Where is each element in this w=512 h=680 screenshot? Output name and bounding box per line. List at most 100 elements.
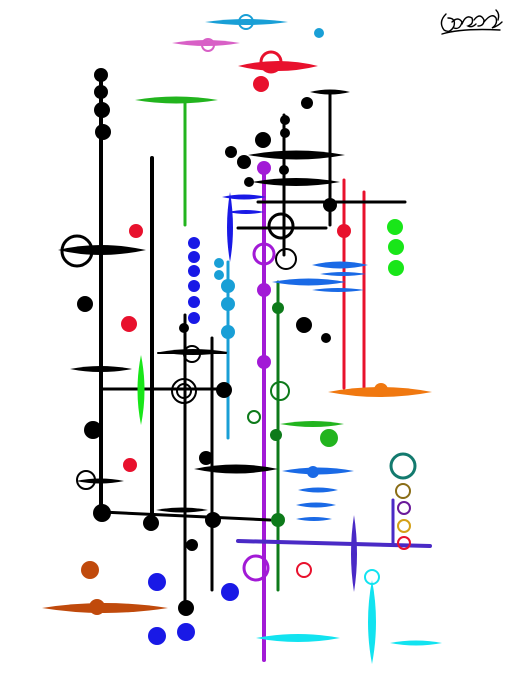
dot xyxy=(280,115,290,125)
ring xyxy=(252,242,276,266)
dot xyxy=(129,224,143,238)
midblue-lens-1 xyxy=(312,261,368,269)
dot xyxy=(188,237,200,249)
black-lens-1 xyxy=(310,89,350,95)
ring xyxy=(171,378,197,404)
black-lens-left xyxy=(58,245,146,255)
ring xyxy=(397,519,411,533)
ring xyxy=(183,345,201,363)
dot xyxy=(143,515,159,531)
rings xyxy=(60,14,417,585)
dot xyxy=(77,296,93,312)
green-lens-top xyxy=(135,96,218,104)
ring xyxy=(76,470,96,490)
dot xyxy=(179,323,189,333)
stroke xyxy=(483,15,503,29)
dot xyxy=(255,132,271,148)
dot xyxy=(186,539,198,551)
ring xyxy=(389,452,417,480)
ring xyxy=(176,383,192,399)
handwritten-signature xyxy=(440,9,503,35)
ring xyxy=(270,381,290,401)
dot xyxy=(221,583,239,601)
dot xyxy=(244,177,254,187)
green-lens-mid xyxy=(280,421,344,427)
stroke xyxy=(461,16,477,28)
dot xyxy=(374,383,388,397)
sky-lens-top xyxy=(205,19,288,25)
dot xyxy=(199,451,213,465)
dot xyxy=(257,355,271,369)
dot xyxy=(216,382,232,398)
dot xyxy=(123,458,137,472)
cyan-lens-1 xyxy=(256,634,340,642)
black-lens-5 xyxy=(70,366,132,372)
vertical-lenses xyxy=(137,192,376,664)
dot xyxy=(388,239,404,255)
dot xyxy=(320,429,338,447)
ring xyxy=(60,234,94,268)
dot xyxy=(205,512,221,528)
dot xyxy=(188,280,200,292)
dot xyxy=(279,165,289,175)
dot xyxy=(214,270,224,280)
dot xyxy=(337,224,351,238)
black-lens-8 xyxy=(156,507,208,513)
dot xyxy=(121,316,137,332)
dot xyxy=(148,573,166,591)
ring xyxy=(201,38,215,52)
dot xyxy=(221,279,235,293)
ring xyxy=(364,569,380,585)
red-lens-top xyxy=(238,61,318,71)
dot xyxy=(307,466,319,478)
blue-vlens xyxy=(227,192,233,262)
dark-orange-lens xyxy=(42,603,168,613)
dot xyxy=(272,302,284,314)
dot xyxy=(81,561,99,579)
black-lens-6 xyxy=(194,464,278,474)
dot xyxy=(188,265,200,277)
stroke xyxy=(473,15,485,27)
ring xyxy=(395,483,411,499)
dot xyxy=(177,623,195,641)
dot xyxy=(188,251,200,263)
cyan-vlens xyxy=(368,580,376,664)
black-lens-2 xyxy=(248,150,345,160)
ring xyxy=(259,50,283,74)
dot xyxy=(188,296,200,308)
dot xyxy=(225,146,237,158)
ring xyxy=(238,14,254,30)
ring xyxy=(247,410,261,424)
ring xyxy=(397,501,411,515)
dot xyxy=(321,333,331,343)
dot xyxy=(280,128,290,138)
black-lens-4 xyxy=(160,349,228,355)
dot xyxy=(257,283,271,297)
dot xyxy=(296,317,312,333)
cyan-lens-2 xyxy=(390,640,442,646)
midblue-lens-3 xyxy=(272,278,346,286)
blue-lens-2 xyxy=(228,210,264,214)
ring xyxy=(267,212,295,240)
dot xyxy=(95,124,111,140)
dot xyxy=(257,161,271,175)
ring xyxy=(242,554,270,582)
midblue-lens-6 xyxy=(298,487,338,493)
dot xyxy=(84,421,102,439)
dot xyxy=(253,76,269,92)
black-hline-2 xyxy=(100,510,272,522)
dot xyxy=(387,219,403,235)
midblue-lens-7 xyxy=(296,502,336,508)
dot xyxy=(221,325,235,339)
dot xyxy=(94,68,108,82)
indigo-vlens xyxy=(351,515,357,592)
black-lens-7 xyxy=(76,478,124,484)
dot xyxy=(148,627,166,645)
dot xyxy=(323,198,337,212)
dot xyxy=(89,599,105,615)
pink-lens xyxy=(172,40,240,46)
blue-lens-1 xyxy=(222,194,266,200)
dot xyxy=(388,260,404,276)
